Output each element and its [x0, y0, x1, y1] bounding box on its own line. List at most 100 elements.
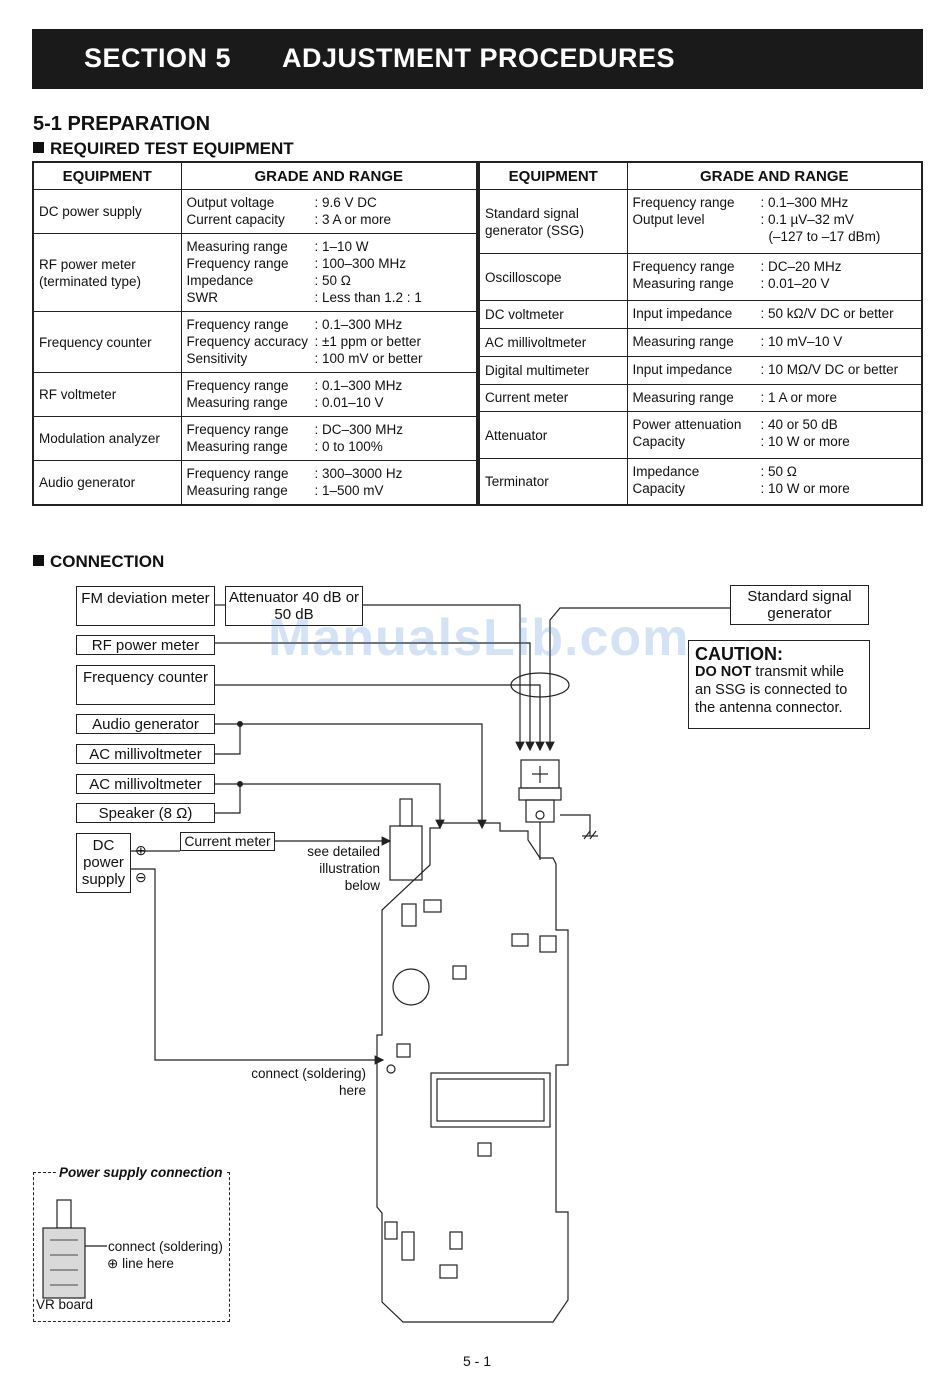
square-bullet-icon: [33, 142, 44, 153]
spec-line: Impedance: 50 Ω: [187, 272, 472, 289]
psc-title: Power supply connection: [56, 1165, 226, 1180]
spec-value: : 10 MΩ/V DC or better: [760, 361, 899, 377]
spec-line: Measuring range: 1–10 W: [187, 238, 472, 255]
spec-line: Capacity : 10 W or more: [633, 433, 917, 450]
square-bullet-icon: [33, 555, 44, 566]
spec-value: (–127 to –17 dBm): [768, 229, 881, 244]
spec-line: Frequency range: 0.1–300 MHz: [187, 377, 472, 394]
spec-key: Frequency range: [186, 466, 289, 482]
connection-heading: CONNECTION: [33, 552, 164, 572]
speaker-box: Speaker (8 Ω): [76, 803, 215, 823]
spec-value: : 50 kΩ/V DC or better: [760, 305, 894, 321]
spec-line: Output level: 0.1 µV–32 mV: [633, 211, 917, 228]
page-number: 5 - 1: [463, 1353, 492, 1369]
spec-value: : 50 Ω: [314, 272, 351, 288]
spec-value: : 0 to 100%: [314, 439, 383, 455]
spec-value: : 100 mV or better: [314, 351, 423, 367]
grade-range-cell: Frequency range : 300–3000 Hz Measuring ra…: [180, 460, 478, 506]
spec-key: Capacity: [632, 434, 686, 450]
spec-key: Capacity: [632, 480, 686, 496]
watermark: ManualsLib.com: [268, 609, 690, 667]
ssg-box: Standard signal generator: [730, 585, 869, 625]
section-header: SECTION 5 ADJUSTMENT PROCEDURES: [32, 29, 923, 89]
equipment-name: Current meter: [478, 383, 628, 413]
equipment-table-left: EQUIPMENT GRADE AND RANGE DC power suppl…: [32, 161, 478, 506]
psc-line-label: ⊕ line here: [107, 1255, 174, 1272]
spec-line: Frequency range: 0.1–300 MHz: [187, 316, 472, 333]
spec-line: Frequency range: DC–20 MHz: [633, 258, 917, 275]
equipment-name: Modulation analyzer: [32, 416, 182, 462]
section-title: ADJUSTMENT PROCEDURES: [282, 43, 676, 73]
spec-line: Frequency accuracy: ±1 ppm or better: [187, 333, 472, 350]
psc-line-text: line here: [122, 1256, 174, 1271]
caution-box: CAUTION: DO NOT transmit while an SSG is…: [688, 640, 870, 729]
spec-value: : Less than 1.2 : 1: [314, 289, 422, 305]
caution-text: transmit while an SSG is connected to th…: [695, 664, 848, 716]
equipment-name: Frequency counter: [32, 311, 182, 374]
minus-terminal-icon: ⊖: [135, 869, 147, 885]
spec-key: Measuring range: [186, 439, 288, 455]
connect-here-label: connect (soldering) here: [251, 1066, 366, 1098]
vr-board-label: VR board: [36, 1297, 94, 1312]
col-grade: GRADE AND RANGE: [180, 161, 478, 190]
spec-line: Measuring range: 0.01–20 V: [633, 275, 917, 292]
equipment-name: Attenuator: [478, 411, 628, 459]
caution-title: CAUTION:: [695, 644, 783, 664]
equipment-table-right: EQUIPMENT GRADE AND RANGE Standard signa…: [478, 161, 923, 506]
spec-value: : ±1 ppm or better: [314, 334, 421, 350]
spec-value: : 1–500 mV: [314, 483, 384, 499]
spec-key: SWR: [186, 289, 219, 305]
equipment-name: Terminator: [478, 457, 628, 506]
spec-key: Impedance: [632, 463, 700, 479]
spec-line: Measuring range : 10 mV–10 V: [633, 333, 917, 350]
spec-line: Output voltage: 9.6 V DC: [187, 194, 472, 211]
plus-terminal-icon: ⊕: [135, 842, 147, 858]
spec-line: Input impedance: 50 kΩ/V DC or better: [633, 305, 917, 322]
spec-value: : DC–300 MHz: [314, 422, 404, 438]
current-meter-box: Current meter: [180, 832, 275, 851]
spec-value: : 10 mV–10 V: [760, 333, 843, 349]
connection-heading-text: CONNECTION: [50, 552, 165, 571]
equipment-row: Standard signal generator (SSG)Frequency…: [478, 188, 923, 255]
equipment-heading-text: REQUIRED TEST EQUIPMENT: [50, 139, 294, 158]
ac-millivoltmeter-box: AC millivoltmeter: [76, 744, 215, 764]
fm-deviation-meter-box: FM deviation meter: [76, 586, 215, 626]
spec-key: Measuring range: [186, 483, 288, 499]
rf-power-meter-box: RF power meter: [76, 635, 215, 655]
power-supply-connection-inset: Power supply connection: [33, 1165, 230, 1322]
spec-value: : 3 A or more: [314, 212, 392, 227]
preparation-heading: 5-1 PREPARATION: [33, 113, 211, 135]
spec-key: Measuring range: [186, 238, 288, 254]
spec-key: Frequency range: [186, 317, 289, 333]
spec-key: Output voltage: [186, 195, 275, 210]
attenuator-box: Attenuator 40 dB or 50 dB: [225, 586, 363, 626]
spec-line: Impedance: 50 Ω: [633, 463, 917, 480]
equipment-name: Standard signal generator (SSG): [478, 188, 628, 255]
spec-key: Measuring range: [186, 395, 288, 411]
spec-line: Measuring range: 0.01–10 V: [187, 394, 472, 411]
spec-line: Capacity: 10 W or more: [633, 480, 917, 497]
spec-value: : 300–3000 Hz: [314, 466, 403, 482]
spec-key: Power attenuation: [632, 417, 742, 433]
spec-key: Frequency range: [632, 195, 735, 210]
spec-value: : 100–300 MHz: [314, 255, 407, 271]
spec-key: Measuring range: [632, 333, 734, 349]
equipment-heading: REQUIRED TEST EQUIPMENT: [33, 139, 294, 159]
equipment-name: Digital multimeter: [478, 355, 628, 385]
grade-range-cell: Measuring range : 10 mV–10 V: [626, 327, 923, 357]
spec-value: : 10 W or more: [760, 434, 850, 450]
spec-line: Frequency range: DC–300 MHz: [187, 421, 472, 438]
